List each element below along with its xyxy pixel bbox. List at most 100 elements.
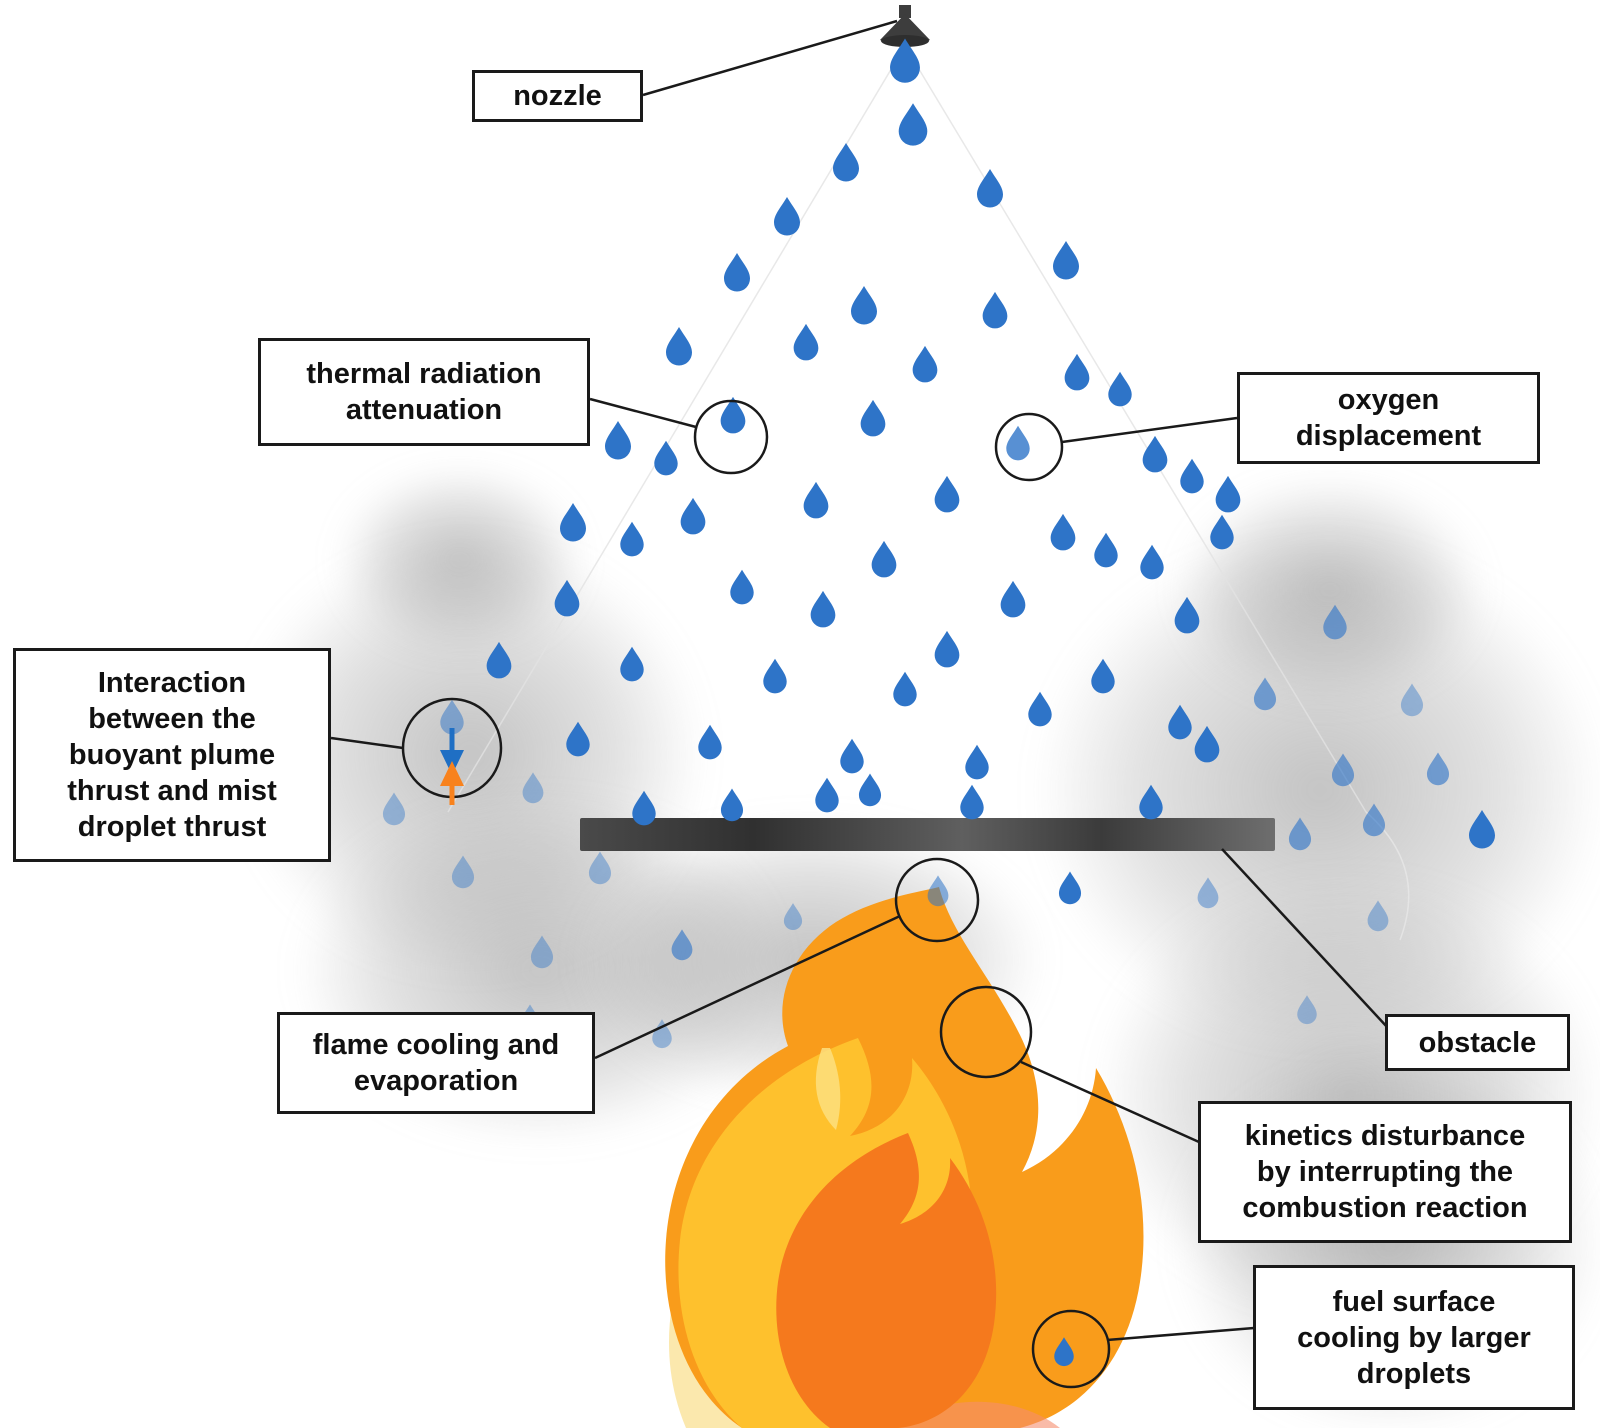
water-droplet-icon	[783, 903, 803, 931]
water-droplet-icon	[890, 38, 920, 83]
interaction-leader	[330, 736, 404, 750]
water-droplet-icon	[1426, 752, 1450, 786]
label-thermal-radiation-attenuation: thermal radiation attenuation	[258, 338, 590, 446]
water-droplet-icon	[912, 345, 938, 383]
water-droplet-icon	[898, 103, 928, 146]
water-droplet-icon	[566, 721, 590, 757]
flame-inner	[776, 1133, 997, 1428]
water-droplet-icon	[1331, 753, 1355, 787]
label-obstacle: obstacle	[1385, 1014, 1570, 1071]
water-droplet-icon	[965, 744, 989, 780]
nozzle-leader	[642, 19, 898, 97]
water-droplet-icon	[720, 396, 746, 434]
oxygen-displacement-circle	[994, 412, 1064, 482]
water-droplet-icon	[730, 569, 754, 605]
water-droplet-icon	[1006, 425, 1030, 461]
label-thermal-text: thermal radiation attenuation	[306, 358, 542, 426]
label-kinetics-disturbance: kinetics disturbance by interrupting the…	[1198, 1101, 1572, 1243]
water-droplet-icon	[620, 521, 644, 557]
label-plume-interaction: Interaction between the buoyant plume th…	[13, 648, 331, 862]
water-droplet-icon	[1469, 810, 1495, 849]
water-droplet-icon	[451, 855, 475, 889]
water-droplet-icon	[1140, 544, 1164, 580]
label-fuel-surface-cooling: fuel surface cooling by larger droplets	[1253, 1265, 1575, 1410]
water-droplet-icon	[1174, 596, 1200, 634]
label-fuel-text: fuel surface cooling by larger droplets	[1297, 1285, 1531, 1390]
water-droplet-icon	[620, 646, 644, 682]
water-droplet-icon	[893, 671, 917, 707]
water-droplet-icon	[815, 777, 839, 813]
water-droplet-icon	[982, 291, 1008, 329]
water-droplet-icon	[1094, 532, 1118, 568]
water-droplet-icon	[977, 169, 1003, 208]
water-droplet-icon	[851, 286, 877, 325]
water-droplet-icon	[1323, 604, 1347, 640]
water-droplet-icon	[720, 788, 744, 822]
label-obstacle-text: obstacle	[1418, 1026, 1537, 1059]
water-droplet-icon	[803, 481, 829, 519]
label-oxygen-text: oxygen displacement	[1295, 384, 1482, 452]
water-droplet-icon	[560, 503, 586, 542]
water-droplet-icon	[1297, 995, 1317, 1025]
water-droplet-icon	[486, 641, 512, 679]
water-droplet-icon	[654, 440, 678, 476]
label-nozzle-text: nozzle	[513, 80, 602, 112]
water-droplet-icon	[793, 323, 819, 361]
fuel-surface-cooling-circle	[1031, 1309, 1111, 1389]
water-droplet-icon	[1215, 475, 1241, 513]
water-droplet-icon	[774, 197, 800, 236]
nozzle-icon	[880, 5, 930, 47]
water-droplet-icon	[927, 875, 949, 907]
water-droplet-icon	[1168, 704, 1192, 740]
water-droplet-icon	[1058, 871, 1082, 905]
water-droplet-icon	[934, 475, 960, 513]
water-droplet-icon	[1194, 725, 1220, 763]
water-droplet-icon	[1064, 353, 1090, 391]
water-droplet-icon	[1197, 877, 1219, 909]
water-droplet-icon	[588, 851, 612, 885]
water-droplet-icon	[1180, 458, 1204, 494]
water-droplet-icon	[960, 784, 984, 820]
water-droplet-icon	[554, 579, 580, 617]
water-droplet-icon	[1028, 691, 1052, 727]
water-droplet-icon	[1400, 683, 1424, 717]
water-droplet-icon	[833, 143, 859, 182]
water-droplet-icon	[1108, 371, 1132, 407]
up-arrow-icon	[440, 761, 464, 786]
label-flame-cooling: flame cooling and evaporation	[277, 1012, 595, 1114]
water-droplet-icon	[860, 399, 886, 437]
water-droplet-icon	[1139, 784, 1163, 820]
label-nozzle: nozzle	[472, 70, 643, 122]
water-droplet-icon	[530, 935, 554, 969]
water-droplet-icon	[840, 738, 864, 774]
water-droplet-icon	[1000, 580, 1026, 618]
water-droplet-icon	[1054, 1337, 1074, 1367]
water-droplet-icon	[1050, 513, 1076, 551]
water-droplet-icon	[1362, 803, 1386, 837]
label-flame-cooling-text: flame cooling and evaporation	[312, 1029, 560, 1097]
water-droplet-icon	[605, 421, 631, 460]
water-droplet-icon	[763, 658, 787, 694]
water-droplet-icon	[1091, 658, 1115, 694]
oxygen-leader	[1061, 416, 1238, 444]
thermal-leader	[589, 397, 697, 429]
water-droplet-icon	[871, 540, 897, 578]
obstacle-bar	[580, 818, 1275, 851]
water-droplet-icon	[522, 772, 544, 804]
label-interaction-text: Interaction between the buoyant plume th…	[67, 667, 277, 843]
thermal-radiation-circle	[693, 399, 769, 475]
water-droplet-icon	[1367, 900, 1389, 932]
water-droplet-icon	[698, 724, 722, 760]
water-droplet-icon	[1142, 435, 1168, 473]
water-droplet-icon	[1053, 241, 1079, 280]
interaction-arrows	[440, 728, 464, 805]
fuel-leader	[1106, 1326, 1255, 1342]
water-droplet-icon	[858, 773, 882, 807]
water-droplet-icon	[671, 929, 693, 961]
water-droplet-icon	[632, 790, 656, 826]
water-droplet-icon	[666, 327, 692, 366]
label-kinetics-text: kinetics disturbance by interrupting the…	[1242, 1120, 1528, 1224]
water-droplet-icon	[810, 590, 836, 628]
water-droplet-icon	[1253, 677, 1277, 711]
